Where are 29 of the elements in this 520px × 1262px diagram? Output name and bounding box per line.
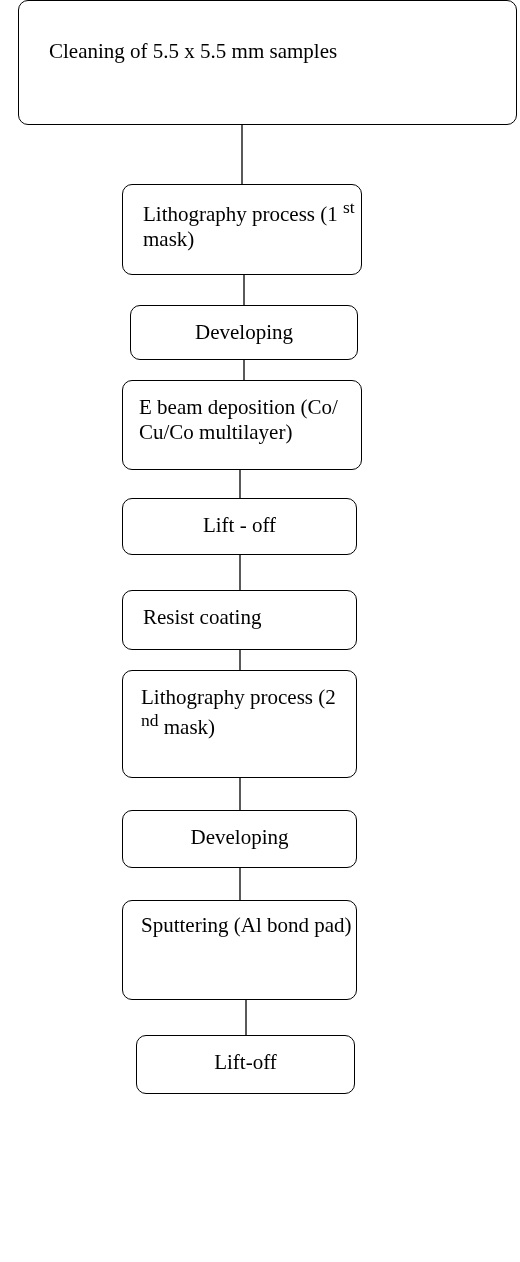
step-label: Developing bbox=[189, 825, 290, 851]
process-box bbox=[122, 380, 362, 470]
step-label: Sputtering (Al bond pad) bbox=[141, 913, 352, 939]
step-label: Lithography process (2 $^{nd}$ mask) bbox=[141, 685, 337, 741]
connector-line bbox=[239, 554, 241, 591]
connector-line bbox=[239, 649, 241, 671]
step-label: Lift-off bbox=[213, 1050, 278, 1076]
process-box bbox=[122, 184, 362, 275]
process-box bbox=[122, 670, 357, 778]
step-label: E beam deposition (Co/ Cu/Co multilayer) bbox=[139, 395, 339, 446]
connector-line bbox=[243, 359, 245, 381]
step-label: Lift - off bbox=[201, 513, 278, 539]
step-label: Lithography process (1 $^{st}$ mask) bbox=[143, 197, 356, 253]
process-box bbox=[136, 1035, 355, 1094]
connector-line bbox=[239, 777, 241, 811]
step-label: Developing bbox=[194, 320, 294, 346]
connector-line bbox=[239, 867, 241, 901]
process-box bbox=[122, 590, 357, 650]
step-label: Resist coating bbox=[143, 605, 263, 631]
process-box bbox=[122, 498, 357, 555]
connector-line bbox=[239, 469, 241, 499]
step-label: Cleaning of 5.5 x 5.5 mm samples bbox=[49, 39, 339, 65]
process-box bbox=[122, 810, 357, 868]
process-box bbox=[122, 900, 357, 1000]
process-box bbox=[18, 0, 517, 125]
connector-line bbox=[245, 999, 247, 1036]
connector-line bbox=[241, 124, 243, 185]
connector-line bbox=[243, 274, 245, 306]
process-box bbox=[130, 305, 358, 360]
